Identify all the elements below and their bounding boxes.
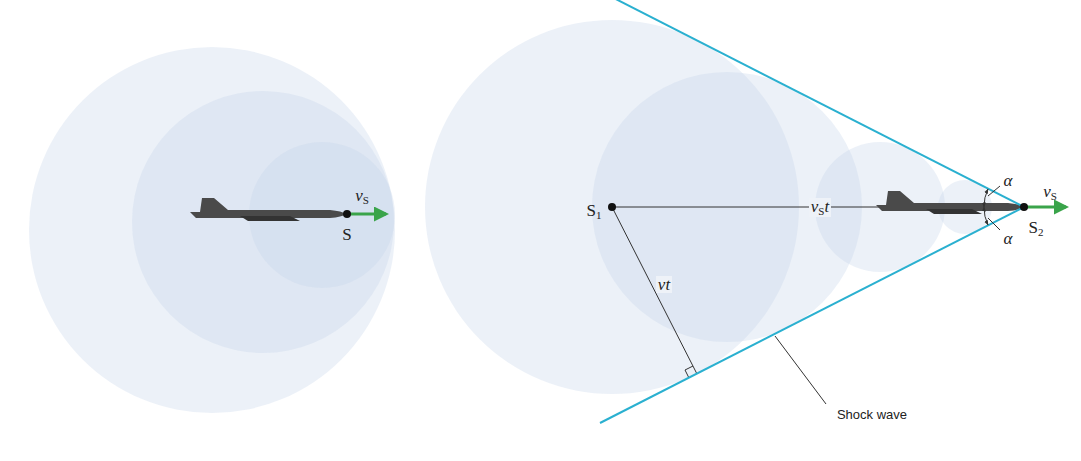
angle-arc: [984, 189, 988, 207]
velocity-label: vS: [1043, 183, 1057, 202]
leader-line: [988, 218, 1000, 230]
jet-right: [876, 191, 1024, 214]
wavefronts-subsonic: [29, 47, 395, 413]
radius-line: [612, 207, 697, 374]
angle-arc: [984, 207, 988, 225]
angle-label: α: [1004, 230, 1013, 247]
jet-left: [190, 198, 346, 221]
velocity-arrow: [347, 213, 386, 216]
point-label: S: [342, 226, 351, 243]
velocity-arrow: [1024, 206, 1066, 209]
leader-line: [775, 336, 826, 404]
point-label: S2: [1029, 219, 1044, 238]
callout-label: Shock wave: [835, 407, 909, 422]
distance-label: vt: [656, 276, 672, 293]
shock-wave-line: [600, 0, 1024, 207]
angle-label: α: [1004, 172, 1013, 189]
velocity-label: vS: [355, 187, 369, 206]
source-dot: [343, 210, 351, 218]
distance-label: vSt: [809, 198, 831, 217]
leader-line: [988, 186, 1000, 196]
shock-wave-line: [600, 207, 1024, 423]
point-label: S1: [587, 202, 602, 221]
source-dot: [1020, 203, 1028, 211]
source-dot: [608, 203, 616, 211]
